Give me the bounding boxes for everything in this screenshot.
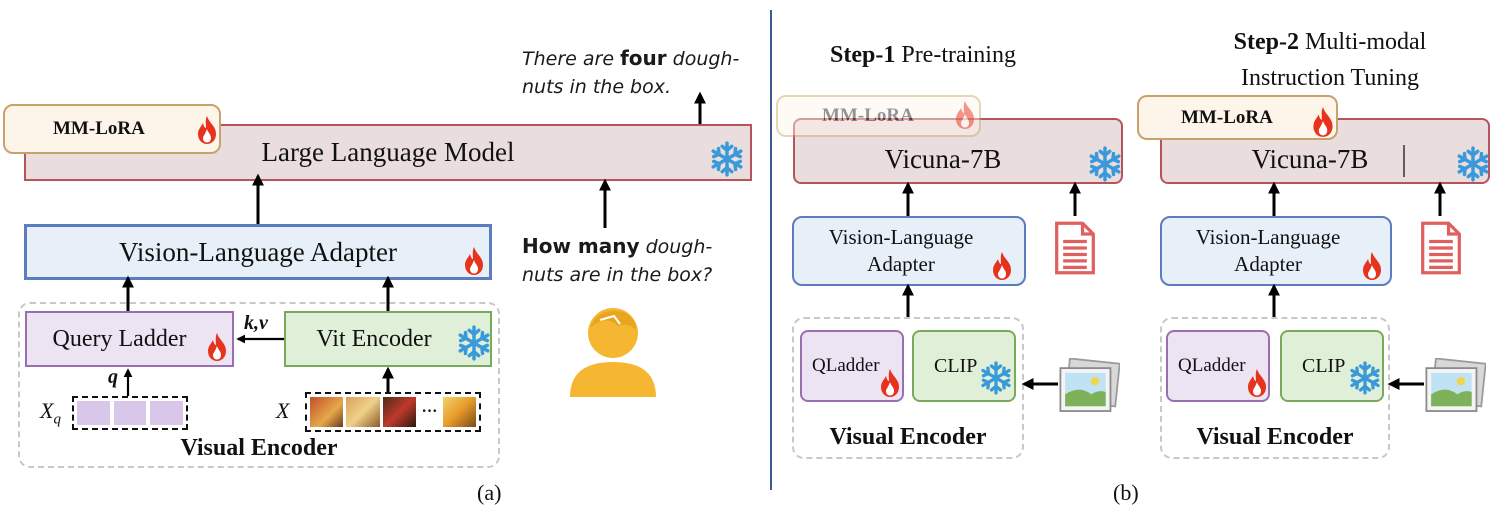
flame-icon xyxy=(208,333,226,361)
mm-lora-tag-step2: MM-LoRA xyxy=(1137,95,1338,140)
snowflake-icon xyxy=(1350,361,1380,395)
llm-label: Large Language Model xyxy=(261,137,515,167)
adapter-label: Vision-Language Adapter xyxy=(118,236,398,267)
vicuna-box-step1: Vicuna-7B xyxy=(793,118,1123,184)
flame-icon xyxy=(956,101,974,129)
adapter-box: Vision-Language Adapter xyxy=(24,224,492,280)
clip-label-step2: CLIP xyxy=(1302,354,1346,377)
image-patch xyxy=(346,397,380,427)
snowflake-icon xyxy=(1457,146,1489,182)
adapter-box-step1: Vision-Language Adapter xyxy=(792,216,1026,286)
q-label: q xyxy=(108,366,118,388)
image-icon xyxy=(1059,358,1120,412)
image-patch-ellipsis: ··· xyxy=(421,403,438,420)
clip-label-step1: CLIP xyxy=(934,354,978,377)
flame-icon xyxy=(465,247,483,275)
snowflake-icon xyxy=(711,141,743,177)
x-label: X xyxy=(276,398,290,423)
qladder-box-step1: QLadder xyxy=(800,330,904,402)
qladder-label-step2: QLadder xyxy=(1178,355,1246,376)
vit-encoder-box: Vit Encoder xyxy=(284,311,492,367)
visual-encoder-group xyxy=(18,302,500,468)
mm-lora-label: MM-LoRA xyxy=(53,118,145,139)
adapter-label-step1-line2: Adapter xyxy=(867,252,935,276)
xq-label: Xq xyxy=(40,398,61,428)
question-text: How many dough- nuts are in the box? xyxy=(522,234,713,286)
query-ladder-box: Query Ladder xyxy=(25,311,234,367)
flame-icon xyxy=(993,252,1011,280)
visual-encoder-label-step2: Visual Encoder xyxy=(1196,424,1354,450)
qladder-box-step2: QLadder xyxy=(1166,330,1270,402)
caption-b: (b) xyxy=(1113,480,1139,505)
query-token xyxy=(77,401,110,425)
qladder-label-step1: QLadder xyxy=(812,355,880,376)
query-token xyxy=(113,401,147,425)
flame-icon xyxy=(1363,252,1381,280)
document-icon xyxy=(1420,221,1462,275)
arrows-panel-a xyxy=(122,91,706,396)
adapter-label-step2-line2: Adapter xyxy=(1234,252,1302,276)
panel-divider xyxy=(770,10,772,490)
adapter-box-step2: Vision-Language Adapter xyxy=(1160,216,1392,286)
step1-title: Step-1 Pre-training xyxy=(830,42,1016,68)
vicuna-label-step2: Vicuna-7B xyxy=(1251,143,1369,174)
kv-label: k,v xyxy=(244,312,268,334)
flame-icon xyxy=(198,116,216,144)
query-ladder-label: Query Ladder xyxy=(52,325,187,352)
flame-icon xyxy=(1248,369,1266,397)
image-icon xyxy=(1425,358,1486,412)
mm-lora-tag-step1: MM-LoRA xyxy=(776,95,981,137)
query-token xyxy=(150,401,184,425)
caption-a: (a) xyxy=(477,480,502,505)
arrows-panel-b xyxy=(902,181,1446,390)
image-patches: ··· xyxy=(305,392,481,432)
clip-box-step2: CLIP xyxy=(1280,330,1384,402)
adapter-label-step2-line1: Vision-Language xyxy=(1195,225,1341,249)
step2-title: Step-2 Multi-modal Instruction Tuning xyxy=(1233,29,1427,91)
image-patch xyxy=(442,397,477,427)
image-patch xyxy=(310,397,344,427)
visual-encoder-label-step1: Visual Encoder xyxy=(829,424,987,450)
mm-lora-label-step2: MM-LoRA xyxy=(1181,106,1273,128)
query-tokens xyxy=(72,396,188,430)
vit-encoder-label: Vit Encoder xyxy=(316,325,432,352)
image-patch xyxy=(382,397,417,427)
visual-encoder-label: Visual Encoder xyxy=(180,435,338,461)
document-icon xyxy=(1054,221,1096,275)
mm-lora-tag: MM-LoRA xyxy=(3,104,221,154)
snowflake-icon xyxy=(458,325,490,361)
mm-lora-label-step1: MM-LoRA xyxy=(822,105,914,126)
adapter-label-step1-line1: Vision-Language xyxy=(828,225,974,249)
vicuna-label-step1: Vicuna-7B xyxy=(884,143,1002,174)
snowflake-icon xyxy=(1089,146,1121,182)
answer-text: There are four dough- nuts in the box. xyxy=(522,46,740,98)
flame-icon xyxy=(881,369,899,397)
person-icon xyxy=(570,308,656,397)
flame-icon xyxy=(1313,107,1333,137)
snowflake-icon xyxy=(981,361,1011,395)
